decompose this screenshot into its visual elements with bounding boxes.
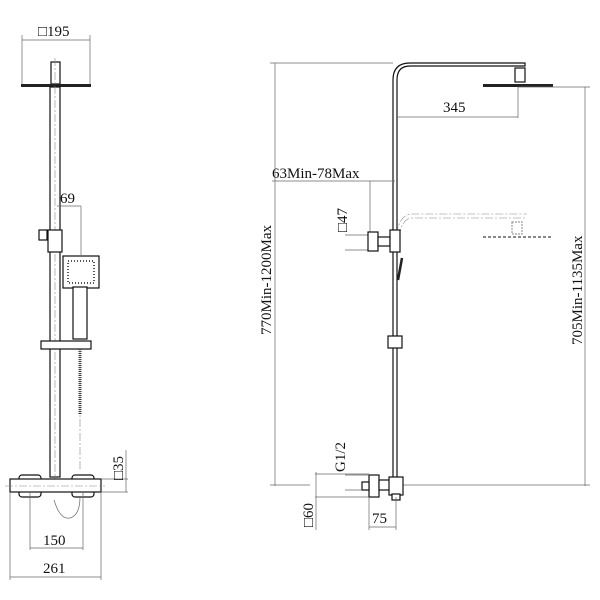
dim-inlet-thread: G1/2 <box>333 442 349 472</box>
hand-shower-handle <box>72 286 88 340</box>
dim-arm-reach: 345 <box>443 100 466 116</box>
wall-bracket <box>367 231 379 252</box>
thermostatic-mixer <box>9 478 102 493</box>
inlet-elbow <box>388 476 404 496</box>
dim-inlet-size: □60 <box>301 503 317 527</box>
side-diverter <box>389 229 401 253</box>
dim-mixer-width: 261 <box>43 561 66 577</box>
front-view: □195 69 □35 150 261 <box>5 24 128 580</box>
dim-diverter-size: □47 <box>335 207 351 232</box>
dim-inlet-offset: 75 <box>372 511 387 527</box>
side-slider <box>387 335 403 349</box>
dim-wall-distance: 63Min-78Max <box>272 166 360 182</box>
arm-connector <box>50 61 61 85</box>
slide-holder <box>40 340 92 350</box>
shower-head <box>21 84 91 87</box>
dim-inlet-centers: 150 <box>43 533 66 549</box>
side-hand-shower <box>396 257 404 281</box>
dim-total-height: 770Min-1200Max <box>259 225 275 335</box>
dim-handshower-offset: 69 <box>60 191 75 207</box>
side-view: 345 63Min-78Max □47 770Min-1200Max 705Mi… <box>259 62 590 530</box>
riser-and-arm <box>392 62 526 480</box>
slider-diverter <box>47 229 63 253</box>
dim-mixer-depth: □35 <box>111 456 127 480</box>
dim-head-height: 705Min-1135Max <box>570 235 586 345</box>
dim-head-size: □195 <box>38 24 70 40</box>
inlet-flange <box>368 474 380 498</box>
side-shower-head <box>483 84 553 87</box>
